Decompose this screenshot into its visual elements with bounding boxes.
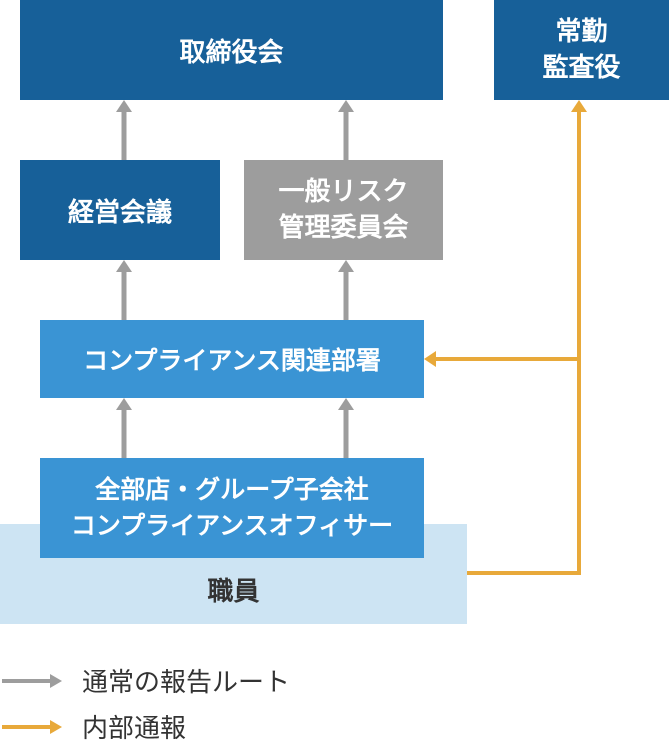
auditor-label-line1: 常勤: [555, 17, 608, 47]
officers-label-line1: 全部店・グループ子会社: [95, 475, 369, 504]
legend-internal-report-label: 内部通報: [82, 714, 187, 744]
management-meeting-label: 経営会議: [67, 197, 172, 228]
risk-label-line1: 一般リスク: [278, 177, 409, 207]
arrowhead-dept-to-risk: [338, 260, 354, 272]
officers-label-line2: コンプライアンスオフィサー: [70, 511, 394, 540]
arrowhead-dept-to-mgmt: [116, 260, 132, 272]
risk-label-line2: 管理委員会: [278, 213, 409, 243]
staff-label: 職員: [207, 576, 260, 607]
management-meeting-box: 経営会議: [20, 160, 220, 260]
auditor-label-line2: 監査役: [542, 53, 621, 83]
standing-auditor-box: 常勤 監査役: [494, 0, 669, 100]
compliance-officers-box: 全部店・グループ子会社 コンプライアンスオフィサー: [40, 458, 424, 558]
arrowhead-officers-to-dept-right: [338, 398, 354, 410]
legend-normal-route: 通常の報告ルート: [0, 662, 290, 699]
risk-committee-box: 一般リスク 管理委員会: [244, 160, 443, 260]
reporting-arrows: [116, 100, 354, 458]
legend-internal-report: 内部通報: [0, 708, 186, 745]
legend-normal-route-label: 通常の報告ルート: [82, 668, 291, 698]
compliance-department-box: コンプライアンス関連部署: [40, 320, 424, 398]
arrowhead-to-auditor: [571, 100, 587, 112]
grey-arrow-icon: [2, 673, 62, 688]
whistleblowing-route: [424, 100, 587, 575]
arrowhead-mgmt-to-board: [116, 100, 132, 112]
compliance-department-label: コンプライアンス関連部署: [83, 346, 381, 375]
arrowhead-risk-to-board: [338, 100, 354, 112]
board-of-directors-box: 取締役会: [20, 0, 443, 100]
arrowhead-to-dept: [424, 351, 436, 367]
whistleblow-line-staff-to-auditor: [467, 112, 581, 575]
board-label: 取締役会: [179, 37, 284, 68]
arrowhead-officers-to-dept-left: [116, 398, 132, 410]
orange-arrow-icon: [2, 719, 62, 734]
